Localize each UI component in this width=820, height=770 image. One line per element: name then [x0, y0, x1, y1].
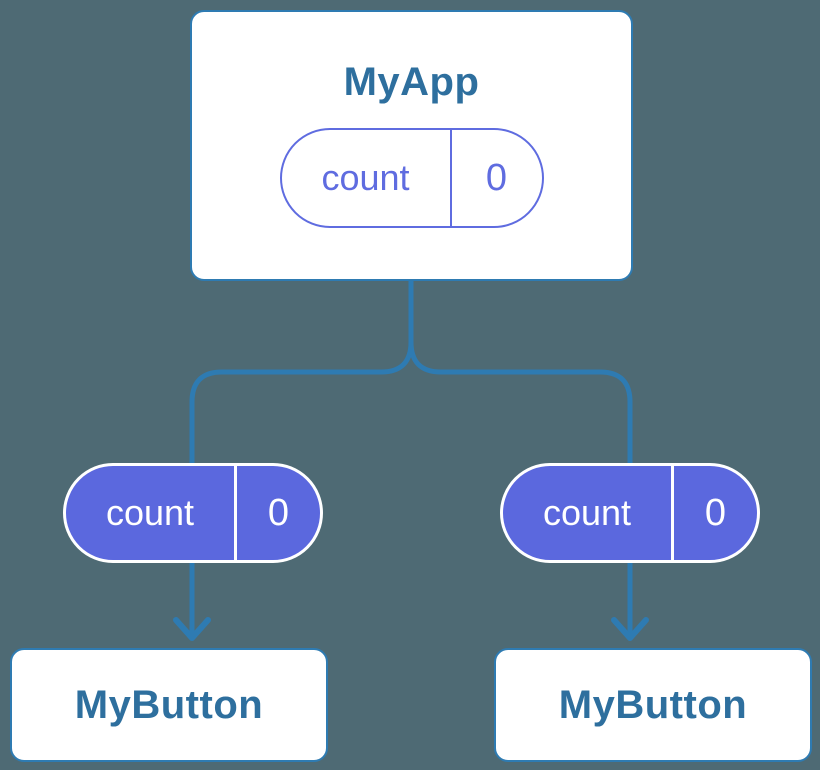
- state-pill-label: count: [105, 492, 195, 533]
- pill-divider: [234, 466, 237, 560]
- state-pill-value: 0: [485, 157, 508, 199]
- state-pill-left: count 0: [63, 463, 323, 563]
- state-pill-myapp: count 0: [279, 128, 544, 228]
- node-mybutton-left-title: MyButton: [74, 683, 264, 727]
- node-mybutton-right-title: MyButton: [558, 683, 748, 727]
- arrowhead-left-icon: [173, 617, 211, 641]
- pill-divider: [671, 466, 674, 560]
- connector-root-to-left-branch: [189, 281, 414, 465]
- node-mybutton-right: MyButton: [494, 648, 812, 762]
- state-pill-label: count: [542, 492, 632, 533]
- pill-divider: [449, 130, 452, 226]
- node-myapp: MyApp count 0: [190, 10, 633, 281]
- arrowhead-right-icon: [611, 617, 649, 641]
- state-pill-value: 0: [267, 492, 290, 534]
- state-pill-value: 0: [704, 492, 727, 534]
- connector-root-to-right-branch: [408, 281, 633, 465]
- node-mybutton-left: MyButton: [10, 648, 328, 762]
- state-pill-label: count: [321, 157, 410, 198]
- node-myapp-title: MyApp: [343, 60, 480, 104]
- state-pill-right: count 0: [500, 463, 760, 563]
